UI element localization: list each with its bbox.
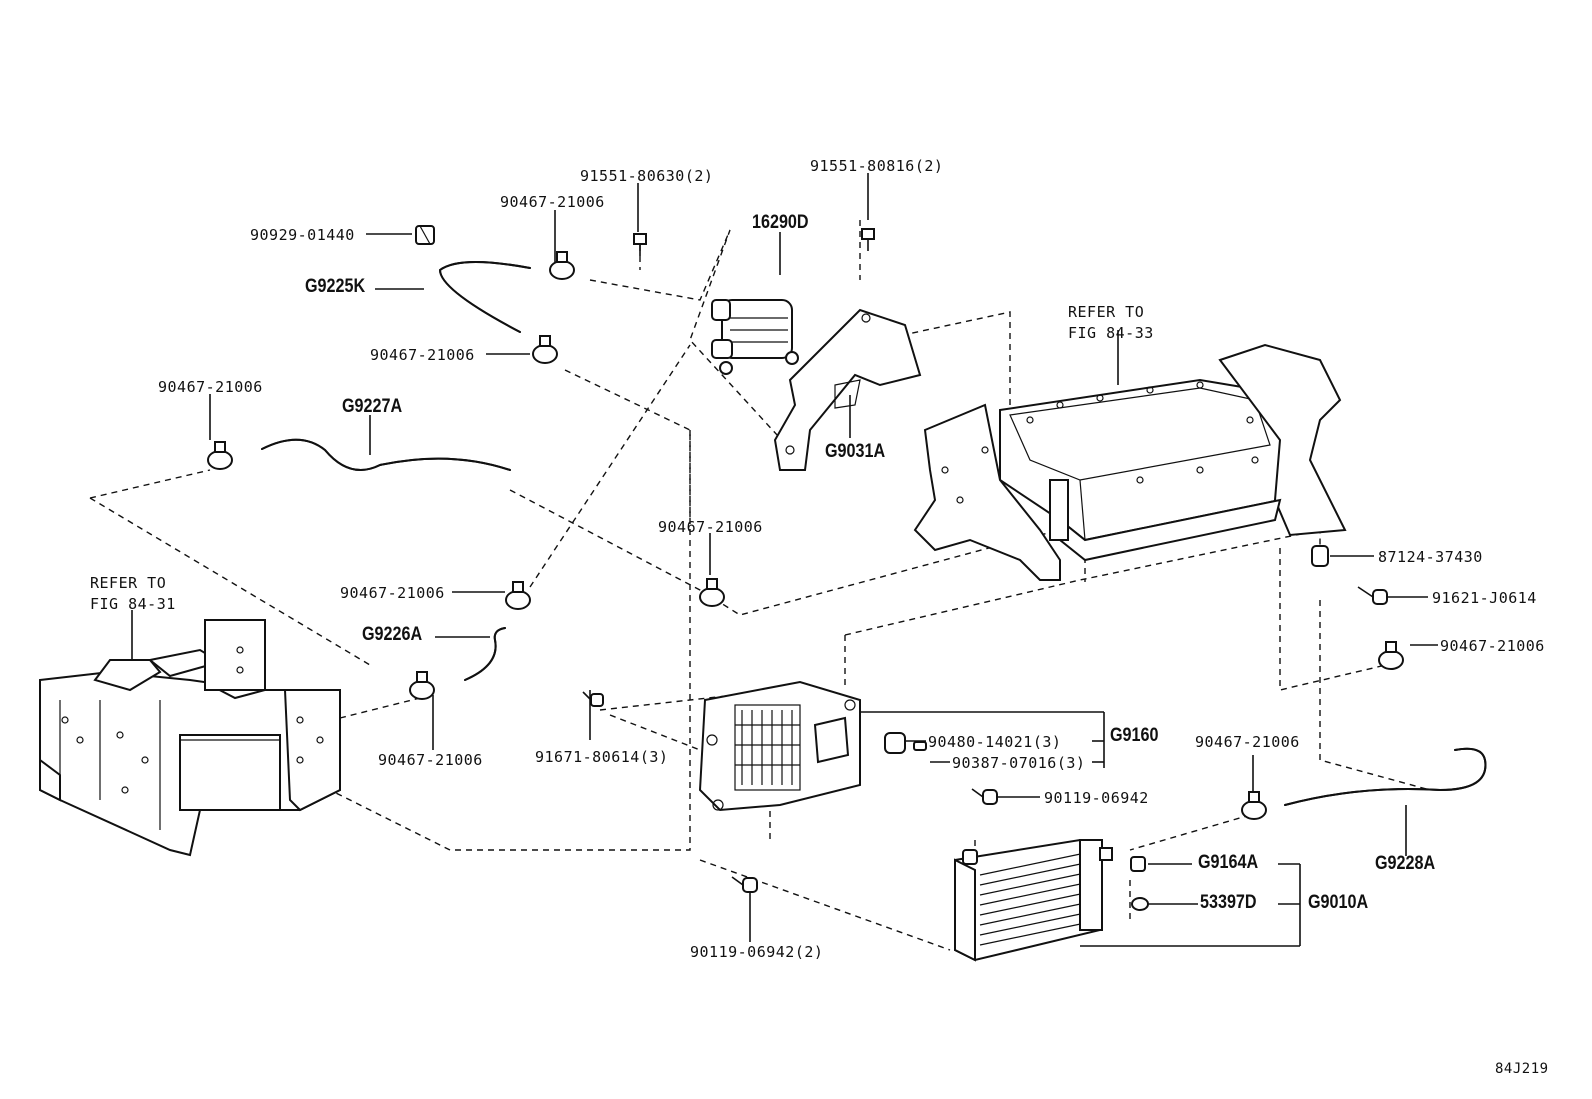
callout-91621-j0614: 91621-J0614 xyxy=(1432,589,1537,607)
callout-53397d: 53397D xyxy=(1200,892,1257,913)
callout-90467-21006-h: 90467-21006 xyxy=(1195,733,1300,751)
hose-g9226a xyxy=(464,627,506,681)
hose-g9225k xyxy=(438,261,531,333)
reservoir-g9160 xyxy=(698,680,861,812)
clamp-icons xyxy=(207,225,1404,820)
callout-g9164a: G9164A xyxy=(1198,852,1259,873)
callout-g9031a: G9031A xyxy=(825,441,886,462)
left-assembly xyxy=(39,619,341,857)
callout-g9225k: G9225K xyxy=(305,276,366,297)
refer-note-right: REFER TO FIG 84-33 xyxy=(1068,303,1154,342)
callout-90467-21006-e: 90467-21006 xyxy=(340,584,445,602)
callout-91671-80614: 91671-80614(3) xyxy=(535,748,669,766)
callout-g9010a: G9010A xyxy=(1308,892,1369,913)
figure-id: 84J219 xyxy=(1495,1061,1549,1077)
callout-90480-14021: 90480-14021(3) xyxy=(928,733,1062,751)
callout-90467-21006-b: 90467-21006 xyxy=(370,346,475,364)
hose-g9227a xyxy=(261,438,511,471)
callout-90467-21006-f: 90467-21006 xyxy=(1440,637,1545,655)
callout-90929-01440: 90929-01440 xyxy=(250,226,355,244)
bracket-g9031a xyxy=(773,308,922,471)
callout-91551-80816: 91551-80816(2) xyxy=(810,157,944,175)
callout-90467-21006-c: 90467-21006 xyxy=(158,378,263,396)
callout-16290d: 16290D xyxy=(752,212,809,233)
radiator-g9010a xyxy=(954,838,1113,962)
callout-90467-21006-d: 90467-21006 xyxy=(658,518,763,536)
callout-90119-06942-2: 90119-06942(2) xyxy=(690,943,824,961)
callout-g9160: G9160 xyxy=(1110,725,1159,746)
water-pump-16290d xyxy=(711,299,799,375)
callout-90467-21006-a: 90467-21006 xyxy=(500,193,605,211)
refer-note-left: REFER TO FIG 84-31 xyxy=(90,574,176,613)
callout-g9228a: G9228A xyxy=(1375,853,1436,874)
callout-91551-80630: 91551-80630(2) xyxy=(580,167,714,185)
bolt-icons xyxy=(582,228,1388,911)
callout-90387-07016: 90387-07016(3) xyxy=(952,754,1086,772)
hose-g9228a xyxy=(1284,747,1487,806)
leader-lines xyxy=(131,173,1438,947)
callout-87124-37430: 87124-37430 xyxy=(1378,548,1483,566)
callout-g9226a: G9226A xyxy=(362,624,423,645)
callout-g9227a: G9227A xyxy=(342,396,403,417)
callout-90119-06942: 90119-06942 xyxy=(1044,789,1149,807)
callout-90467-21006-g: 90467-21006 xyxy=(378,751,483,769)
right-assembly xyxy=(913,343,1347,581)
